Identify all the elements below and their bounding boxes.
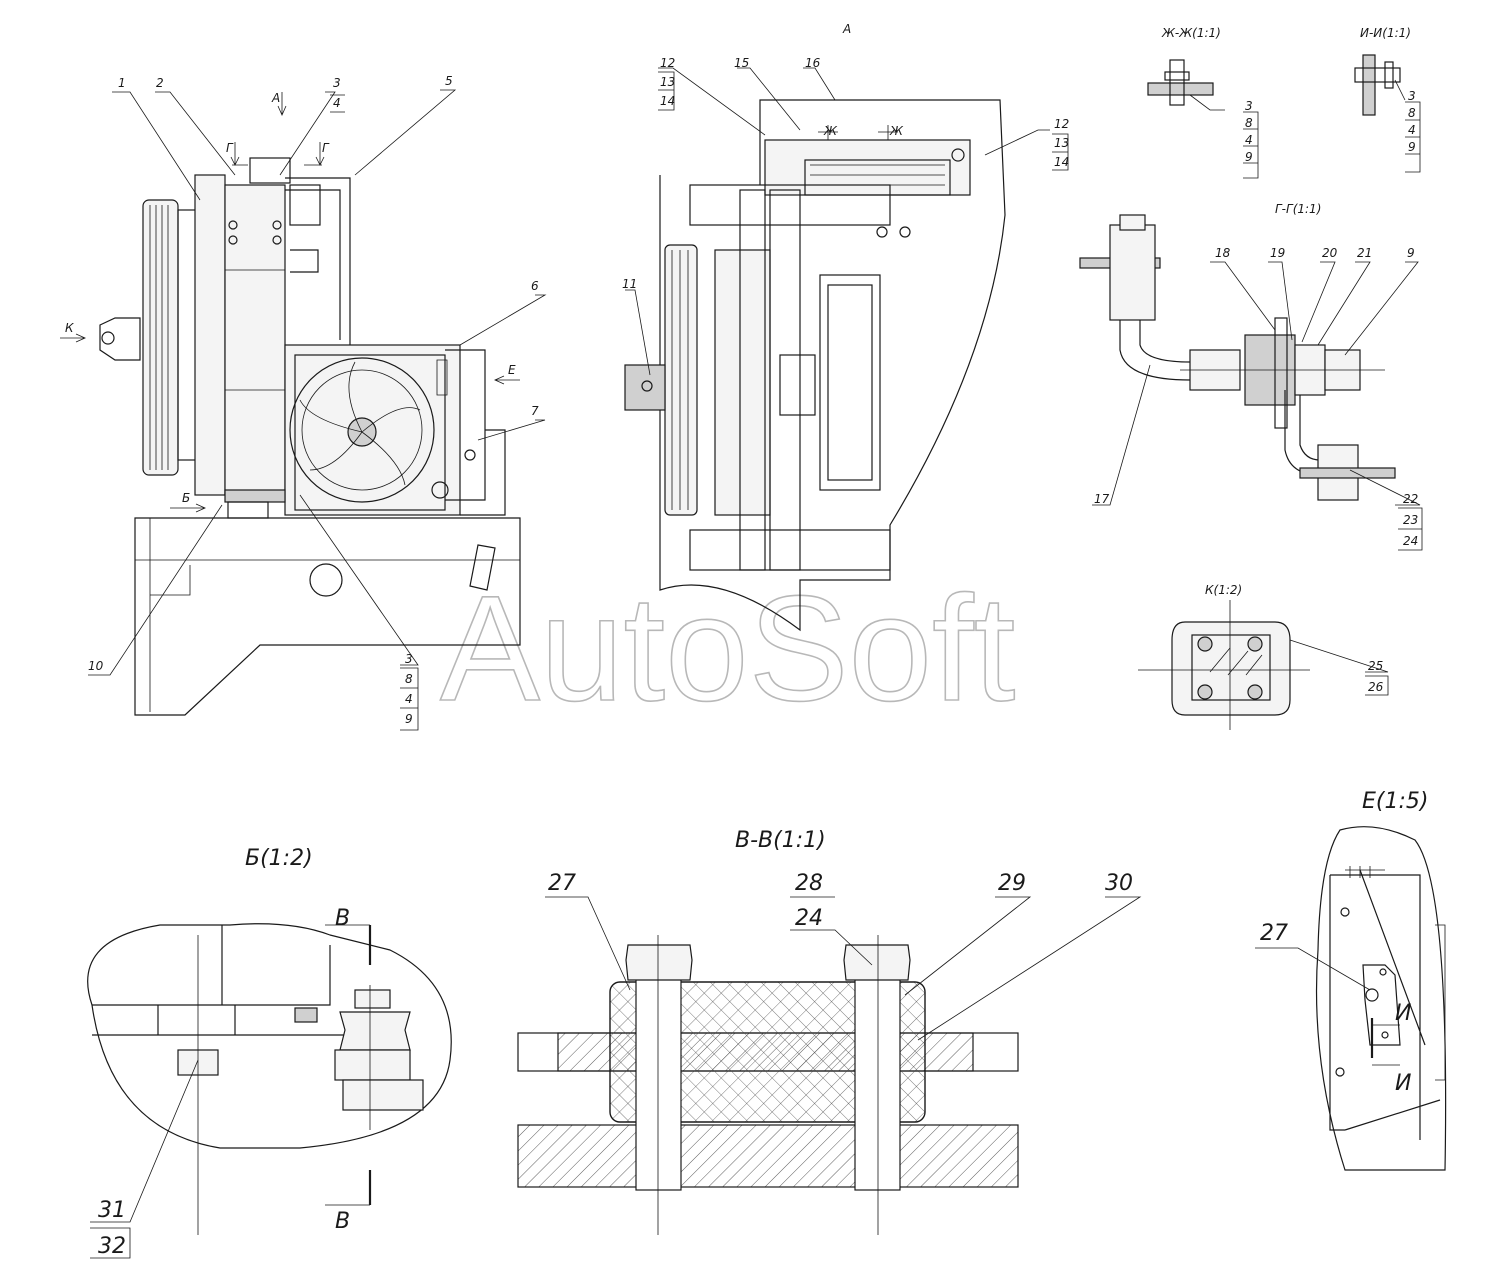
callout-17: 17 [1094,492,1110,506]
callout-8: 8 [405,672,413,686]
i-callout-3: 3 [1408,89,1416,103]
callout-14: 14 [660,94,675,108]
callout-4: 4 [333,96,341,110]
section-i-title: И-И(1:1) [1360,26,1411,40]
callout-14b: 14 [1054,155,1069,169]
callout-13b: 13 [1054,136,1069,150]
callout-29: 29 [998,871,1026,896]
section-i-top: И [1395,1001,1411,1026]
view-k-title: К(1:2) [1205,583,1242,597]
callout-7: 7 [531,404,539,418]
zh-callout-9: 9 [1245,150,1253,164]
callout-11: 11 [622,277,637,291]
callout-24-v: 24 [795,906,823,931]
callout-9: 9 [405,712,413,726]
i-callout-4: 4 [1408,123,1416,137]
view-arrow-a: А [271,91,280,105]
callout-25: 25 [1368,659,1383,673]
section-i-bottom: И [1395,1071,1411,1096]
callout-21: 21 [1357,246,1372,260]
callout-12: 12 [660,56,675,70]
callout-5: 5 [445,74,453,88]
zh-callout-3: 3 [1245,99,1253,113]
view-b-title: Б(1:2) [245,846,313,871]
section-v-top: В [335,906,350,931]
callout-3: 3 [333,76,341,90]
view-arrow-b: Б [182,491,190,505]
section-v-bottom: В [335,1209,350,1234]
section-g-right: Г [322,141,330,155]
callout-32: 32 [98,1234,126,1259]
callout-6: 6 [531,279,539,293]
section-g-left: Г [226,141,234,155]
callout-3b: 3 [405,652,413,666]
zh-callout-8: 8 [1245,116,1253,130]
section-g-title: Г-Г(1:1) [1275,202,1321,216]
section-zh-title: Ж-Ж(1:1) [1161,26,1221,40]
i-callout-8: 8 [1408,106,1416,120]
callout-13: 13 [660,75,675,89]
callout-15: 15 [734,56,749,70]
view-e-title: Е(1:5) [1362,789,1428,814]
zh-callout-4: 4 [1245,133,1253,147]
callout-20: 20 [1322,246,1338,260]
callout-10: 10 [88,659,104,673]
view-arrow-k: К [65,321,74,335]
view-a-title: A [842,22,851,36]
callout-12b: 12 [1054,117,1069,131]
callout-31: 31 [98,1198,126,1223]
section-i-i: И-И(1:1) 3 8 4 9 [1354,26,1421,173]
main-assembly-view: 1 2 3 4 5 6 7 10 3 8 4 9 А Г Г К Е Б [60,74,547,731]
watermark: AutoSoft [440,564,1015,732]
callout-2: 2 [156,76,164,90]
view-a: A 12 13 14 15 16 12 13 14 11 Ж Ж [622,22,1069,632]
callout-27-v: 27 [548,871,576,896]
view-b: Б(1:2) 31 32 В В [87,846,452,1259]
section-v-v: В-В(1:1) 27 28 24 29 30 [517,828,1142,1235]
callout-26: 26 [1368,680,1384,694]
callout-27-e: 27 [1260,921,1288,946]
callout-1: 1 [118,76,126,90]
callout-16: 16 [805,56,821,70]
section-g-g: Г-Г(1:1) 18 19 20 21 9 17 22 23 24 [1079,202,1423,551]
callout-28: 28 [795,871,823,896]
callout-23: 23 [1403,513,1418,527]
fan-blades [299,361,421,486]
section-zh-left: Ж [823,124,838,138]
section-zh-right: Ж [889,124,904,138]
i-callout-9: 9 [1408,140,1416,154]
callout-30: 30 [1105,871,1133,896]
callout-4b: 4 [405,692,413,706]
view-k: К(1:2) 25 26 [1138,583,1389,730]
section-v-title: В-В(1:1) [735,828,826,853]
callout-19: 19 [1270,246,1285,260]
callout-22: 22 [1403,492,1418,506]
callout-9-g: 9 [1407,246,1415,260]
section-zh-zh: Ж-Ж(1:1) 3 8 4 9 [1147,26,1259,179]
view-arrow-e: Е [508,363,516,377]
view-e: Е(1:5) 27 И И [1255,789,1447,1171]
callout-18: 18 [1215,246,1231,260]
callout-24: 24 [1403,534,1418,548]
